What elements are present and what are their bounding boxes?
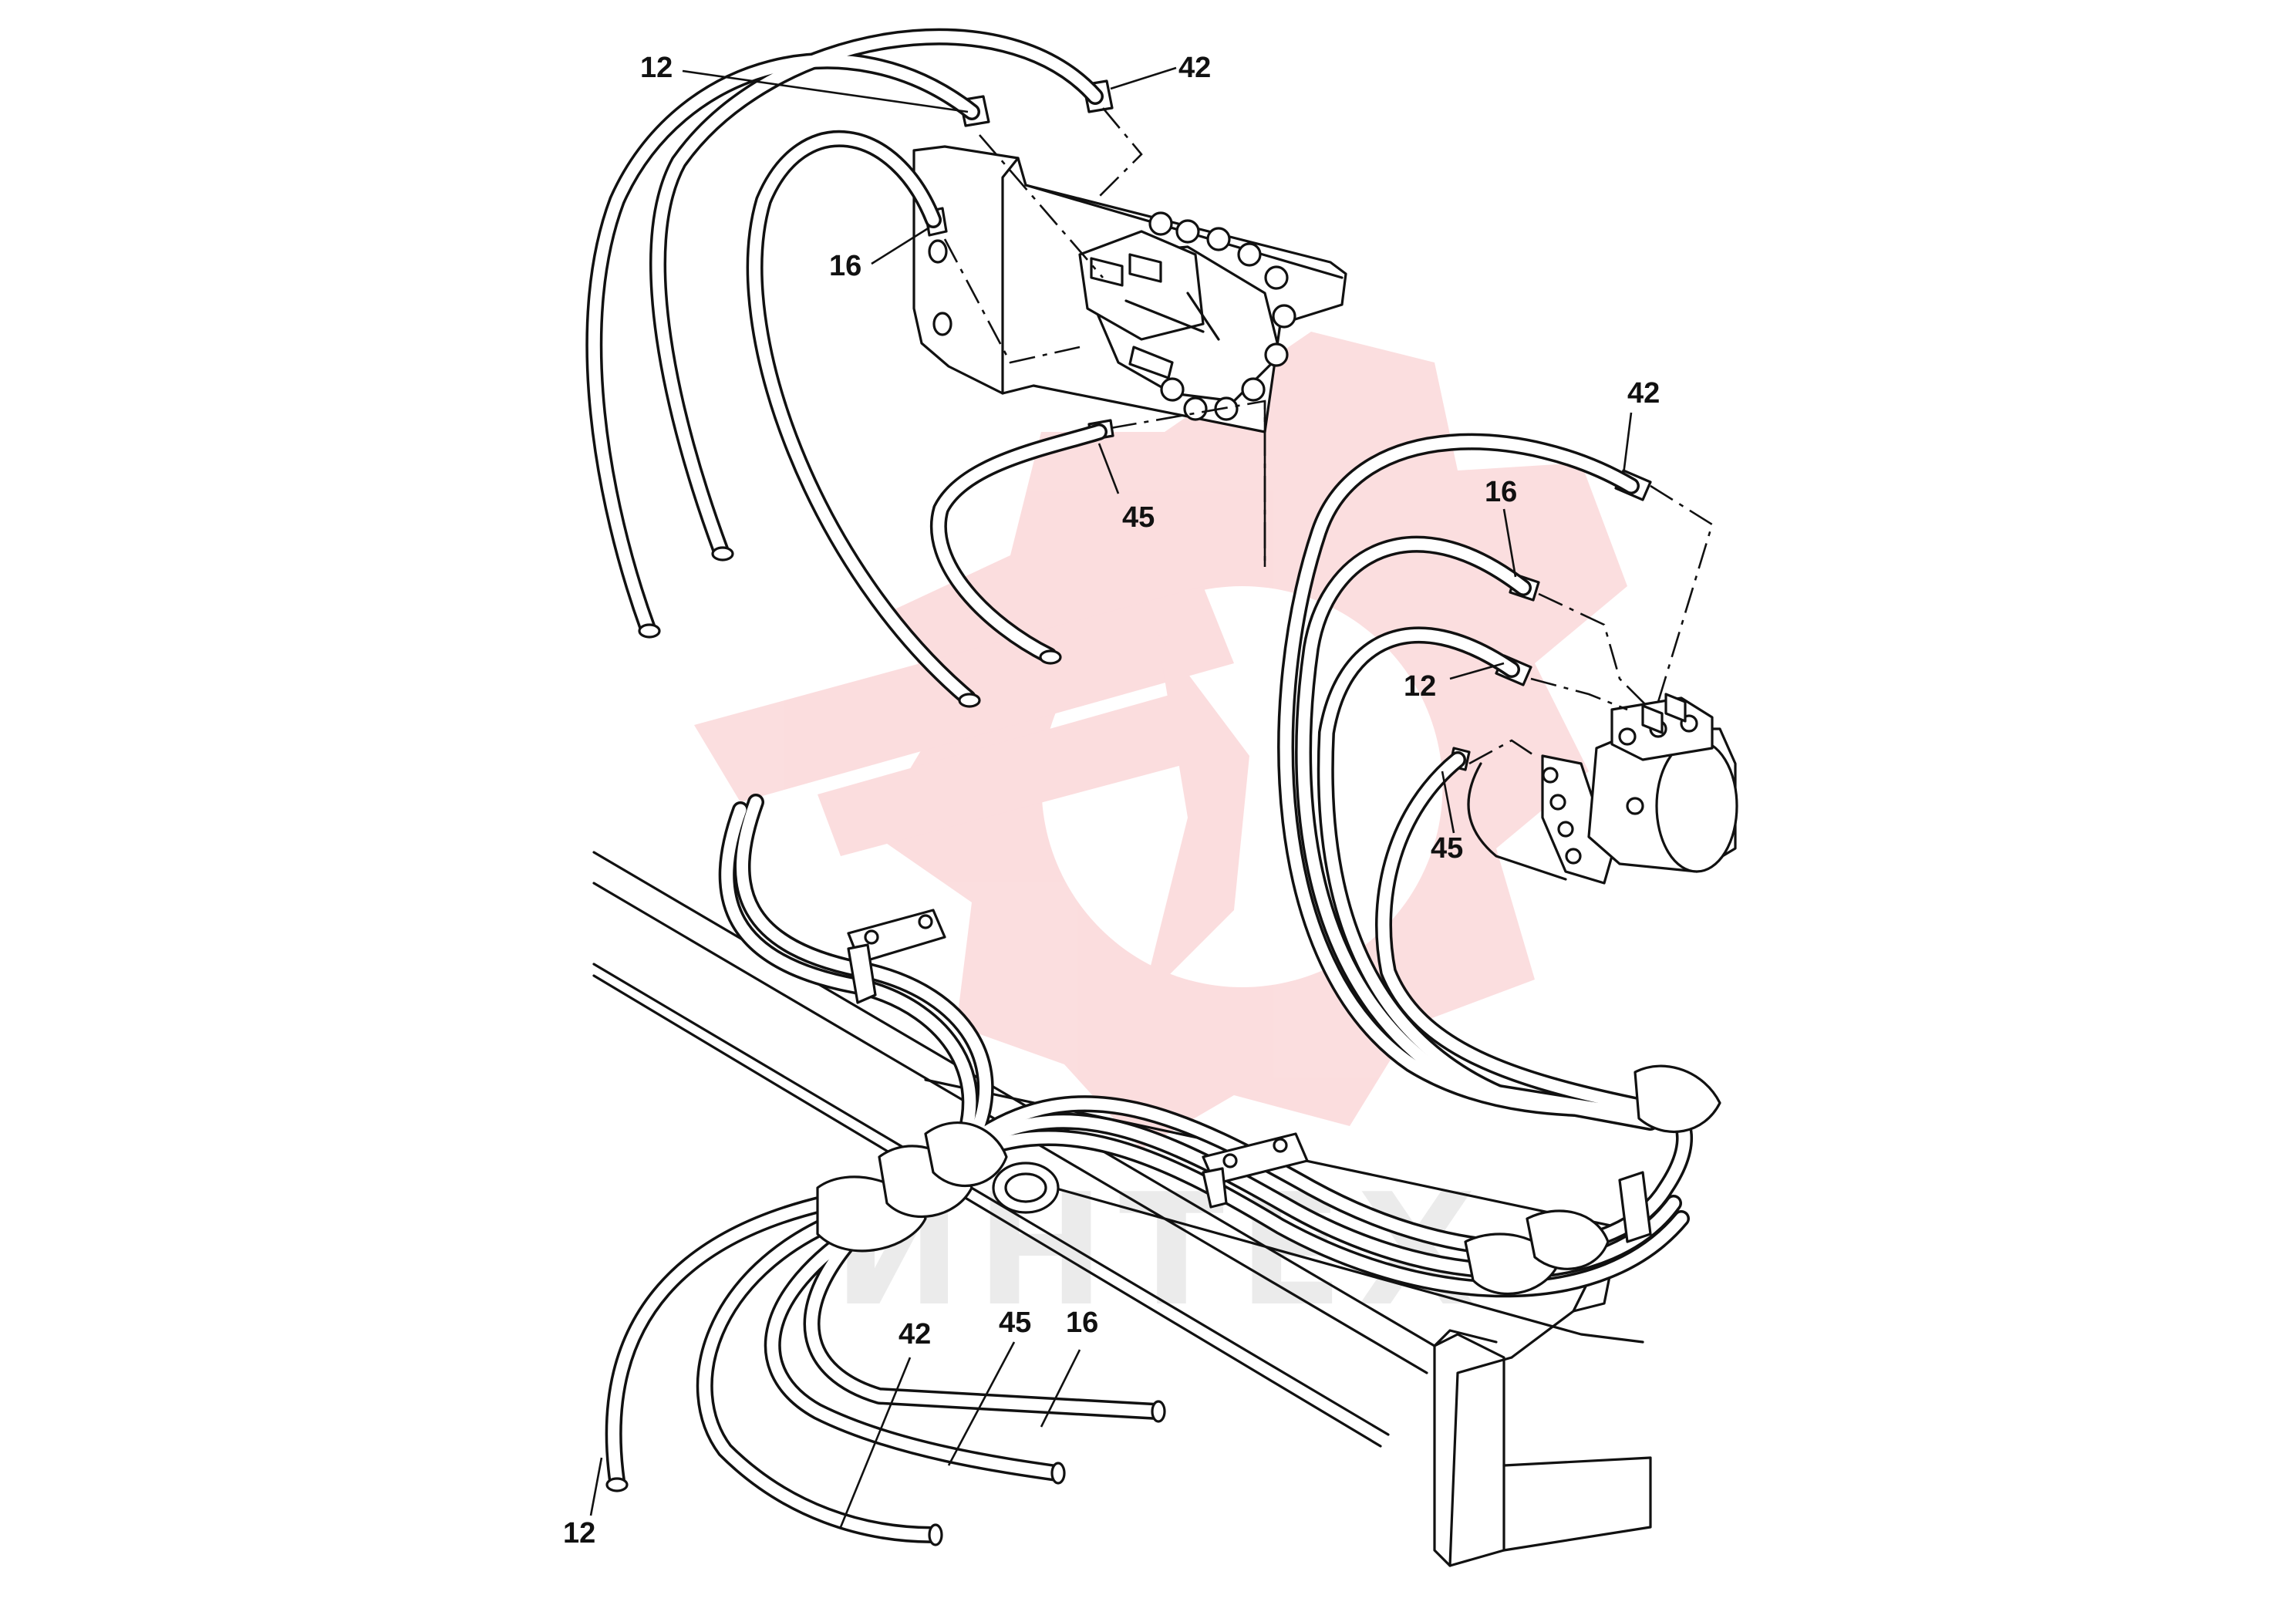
callout-leaders [589,66,1633,1528]
upper-control-valve [1078,211,1296,421]
callout-bottom-42: 42 [899,1318,931,1351]
callout-right-42: 42 [1627,377,1660,410]
watermark-logo: ИНТЕХ [694,332,1627,1340]
callout-bottom-45: 45 [999,1307,1031,1339]
callout-bottom-16: 16 [1066,1307,1098,1339]
reference-lines [943,107,1714,765]
callout-right-12: 12 [1404,670,1436,703]
hose-sleeves [816,1064,1721,1296]
right-hydraulic-motor [1467,693,1738,885]
callout-top-12: 12 [640,52,673,84]
callout-top-16: 16 [829,250,861,282]
callout-top-42: 42 [1178,52,1211,84]
callout-bottom-12: 12 [563,1517,595,1549]
hoses-inner [588,31,1691,1541]
hose-end-caps [605,546,1166,1546]
callouts: 12 42 16 45 42 16 12 45 42 45 16 12 [563,52,1660,1549]
callout-top-45: 45 [1122,501,1155,534]
callout-right-45: 45 [1431,832,1463,865]
callout-right-16: 16 [1485,476,1517,508]
main-frame-beam [592,851,1652,1567]
watermark-gear [872,332,1627,1149]
hose-clamps [847,909,1652,1243]
